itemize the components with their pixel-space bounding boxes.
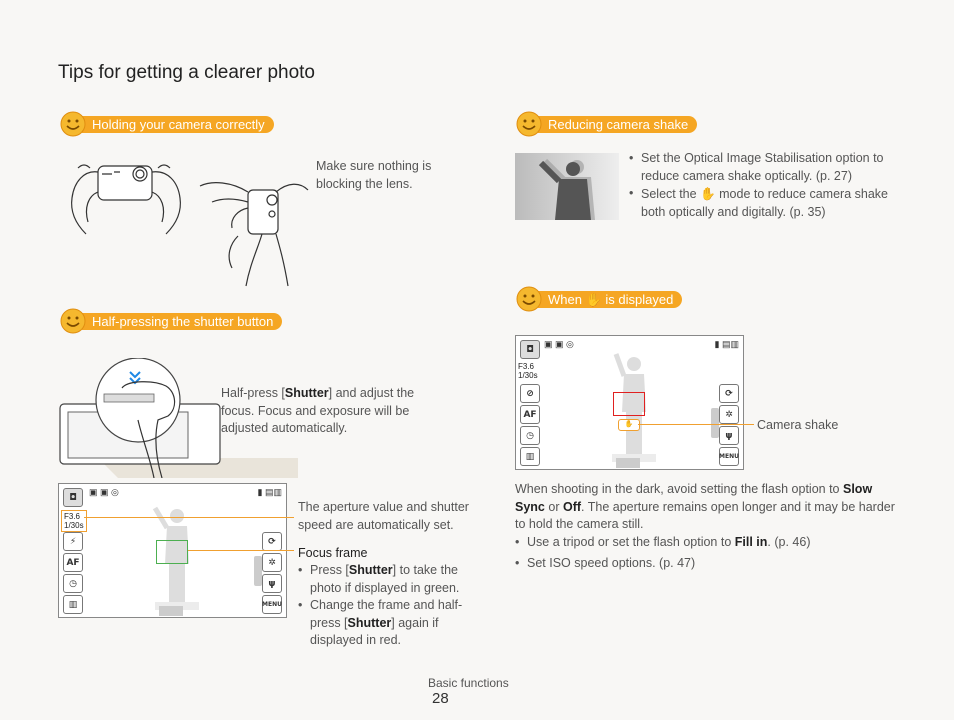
list-item: Use a tripod or set the flash option to …: [515, 534, 900, 552]
camera-screen-shake: ◘ ▣ ▣ ◎ ▮ ▤▥ F3.6 1/30s ⊘ AF ◷ ▥ ⟳ ✲ ψ M…: [515, 335, 744, 470]
shutter-key: Shutter: [348, 563, 393, 577]
slow-sync-key: Slow Sync: [515, 482, 873, 514]
smiley-icon: [60, 308, 86, 334]
off-key: Off: [562, 499, 582, 514]
heading-text: is displayed: [605, 291, 674, 307]
panel-handle[interactable]: [711, 408, 719, 438]
shutter-key: Shutter: [347, 615, 392, 630]
aperture-note: The aperture value and shutter speed are…: [298, 500, 469, 532]
focus-frame-list: Press [Shutter] to take the photo if dis…: [298, 562, 470, 650]
ois-icon[interactable]: ⟳: [262, 532, 282, 551]
fill-in-key: Fill in: [734, 535, 768, 549]
macro-icon[interactable]: ✲: [719, 405, 739, 424]
section-heading: Holding your camera correctly: [82, 115, 274, 133]
smart-mode-icon[interactable]: ◘: [520, 340, 540, 359]
bullet-text: ] again if displayed in red.: [310, 615, 439, 648]
desc-text: ] and adjust the focus. Focus and exposu…: [221, 386, 415, 435]
smiley-icon: [516, 111, 542, 137]
bullet-text: Change the frame and half-press [: [310, 598, 463, 630]
list-item: Set ISO speed options. (p. 47): [515, 555, 900, 573]
focus-frame-red: [613, 392, 645, 416]
bullet-text: mode to reduce camera shake both optical…: [641, 187, 888, 219]
section-badge-half-press: Half-pressing the shutter button: [60, 308, 283, 334]
ois-icon[interactable]: ⟳: [719, 384, 739, 403]
bullet-text: . (p. 46): [767, 535, 811, 549]
smiley-icon: [60, 111, 86, 137]
aperture-value: F3.6: [518, 362, 535, 371]
status-icons: ▣ ▣ ◎: [89, 487, 119, 497]
aperture-callout-line: [84, 517, 294, 518]
menu-icon[interactable]: MENU: [262, 595, 282, 614]
timer-icon[interactable]: ◷: [63, 574, 83, 593]
holding-camera-illustration: [71, 164, 309, 287]
page-number: 28: [432, 690, 449, 707]
list-item: Set the Optical Image Stabilisation opti…: [629, 150, 899, 185]
shutter-key: Shutter: [284, 386, 329, 400]
af-icon[interactable]: AF: [63, 553, 83, 572]
blurred-photo: [515, 153, 619, 220]
half-press-illustration: [59, 358, 298, 478]
list-item: Press [Shutter] to take the photo if dis…: [298, 562, 470, 597]
dark-shooting-paragraph: When shooting in the dark, avoid setting…: [515, 481, 900, 534]
heading-text: When: [548, 291, 582, 307]
section-badge-holding: Holding your camera correctly: [60, 111, 274, 137]
shake-list: Set the Optical Image Stabilisation opti…: [629, 150, 899, 221]
panel-handle[interactable]: [254, 556, 262, 586]
timer-icon[interactable]: ◷: [520, 426, 540, 445]
half-press-desc: Half-press [Shutter] and adjust the focu…: [221, 385, 426, 438]
wireless-icon[interactable]: ψ: [719, 426, 739, 445]
section-heading: Reducing camera shake: [538, 115, 698, 133]
focus-frame-label: Focus frame: [298, 546, 368, 560]
camera-shake-label: Camera shake: [757, 418, 839, 432]
hand-shake-icon: ✋: [618, 419, 640, 431]
focus-frame-green: [156, 540, 188, 564]
battery-icon: ▮ ▤▥: [714, 339, 739, 349]
bottom-tab[interactable]: [616, 458, 640, 468]
holding-note: Make sure nothing is blocking the lens.: [316, 159, 432, 191]
footer-section: Basic functions: [428, 676, 509, 690]
shutter-value: 1/30s: [64, 521, 84, 530]
af-icon[interactable]: AF: [520, 405, 540, 424]
section-heading: When ✋ is displayed: [538, 290, 683, 308]
section-heading: Half-pressing the shutter button: [82, 312, 283, 330]
status-icons: ▣ ▣ ◎: [544, 339, 574, 349]
metering-icon[interactable]: ▥: [520, 447, 540, 466]
page-title: Tips for getting a clearer photo: [58, 62, 315, 83]
focus-callout-line: [188, 550, 294, 551]
hand-shake-icon: ✋: [585, 292, 602, 308]
hand-shake-icon: ✋: [700, 186, 716, 201]
para-text: When shooting in the dark, avoid setting…: [515, 482, 840, 496]
battery-icon: ▮ ▤▥: [257, 487, 282, 497]
bullet-text: Select the: [641, 187, 697, 201]
exposure-readout: F3.6 1/30s: [518, 362, 538, 380]
macro-icon[interactable]: ✲: [262, 553, 282, 572]
shake-callout-line: [638, 424, 754, 425]
bottom-tab[interactable]: [159, 606, 183, 616]
list-item: Change the frame and half-press [Shutter…: [298, 597, 470, 650]
para-text: . The aperture remains open longer and i…: [515, 499, 895, 532]
section-badge-when-displayed: When ✋ is displayed: [516, 286, 683, 312]
page-footer: Basic functions 28: [428, 676, 524, 707]
flash-off-icon[interactable]: ⊘: [520, 384, 540, 403]
menu-icon[interactable]: MENU: [719, 447, 739, 466]
dark-tips-list: Use a tripod or set the flash option to …: [515, 534, 900, 572]
exposure-readout: F3.6 1/30s: [61, 510, 87, 532]
bullet-text: Use a tripod or set the flash option to: [527, 535, 732, 549]
flash-icon[interactable]: ⚡: [63, 532, 83, 551]
aperture-value: F3.6: [64, 512, 81, 521]
list-item: Select the ✋ mode to reduce camera shake…: [629, 185, 899, 221]
bullet-text: ] to take the photo if displayed in gree…: [310, 563, 460, 595]
section-badge-shake: Reducing camera shake: [516, 111, 698, 137]
smart-mode-icon[interactable]: ◘: [63, 488, 83, 507]
bullet-text: Press [: [310, 563, 349, 577]
para-text: or: [548, 499, 560, 514]
metering-icon[interactable]: ▥: [63, 595, 83, 614]
desc-text: Half-press [: [221, 386, 285, 400]
wireless-icon[interactable]: ψ: [262, 574, 282, 593]
shutter-value: 1/30s: [518, 371, 538, 380]
smiley-icon: [516, 286, 542, 312]
